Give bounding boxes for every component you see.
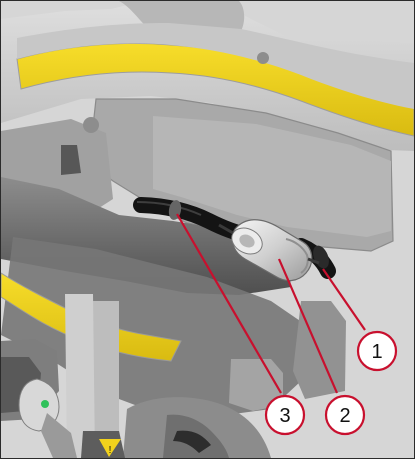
svg-text:!: ! <box>109 445 112 456</box>
fuel-filter-icon <box>218 219 320 282</box>
callout-2: 2 <box>324 394 366 436</box>
callout-1: 1 <box>356 330 398 372</box>
callout-label-3: 3 <box>279 405 290 427</box>
callout-3: 3 <box>264 394 306 436</box>
callout-leaders <box>176 213 366 394</box>
callout-label-2: 2 <box>339 405 350 427</box>
callout-label-1: 1 <box>371 341 382 363</box>
warning-label-icon <box>99 439 121 457</box>
